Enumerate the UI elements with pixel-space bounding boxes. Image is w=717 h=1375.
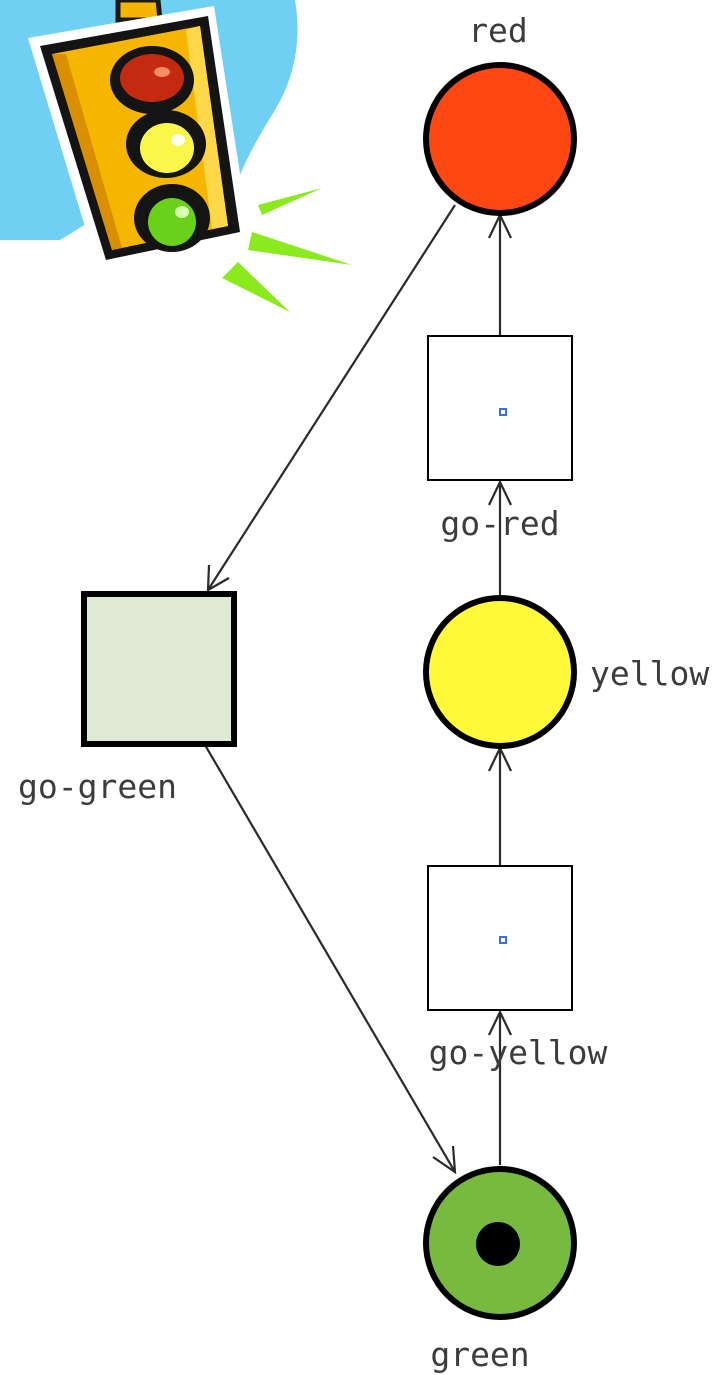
arc-go-green-to-green <box>204 744 456 1173</box>
place-label-yellow: yellow <box>590 654 709 693</box>
place-label-red: red <box>468 11 528 50</box>
traffic-light-icon <box>0 0 352 312</box>
transition-label-go-green: go-green <box>18 767 177 806</box>
transition-go-green[interactable] <box>81 591 237 747</box>
transition-label-go-yellow: go-yellow <box>429 1033 608 1072</box>
arc-red-to-go-green <box>207 204 456 591</box>
arcs <box>204 204 512 1175</box>
place-yellow[interactable] <box>423 595 577 749</box>
place-red[interactable] <box>423 62 577 216</box>
arrowhead-icon <box>206 564 230 592</box>
transition-label-go-red: go-red <box>440 504 559 543</box>
token <box>476 1222 520 1266</box>
transition-marker-icon <box>499 936 507 944</box>
place-label-green: green <box>430 1335 529 1374</box>
transition-marker-icon <box>499 408 507 416</box>
arrowhead-icon <box>488 479 512 506</box>
arrowhead-icon <box>488 1009 512 1036</box>
arrowhead-icon <box>432 1145 457 1175</box>
